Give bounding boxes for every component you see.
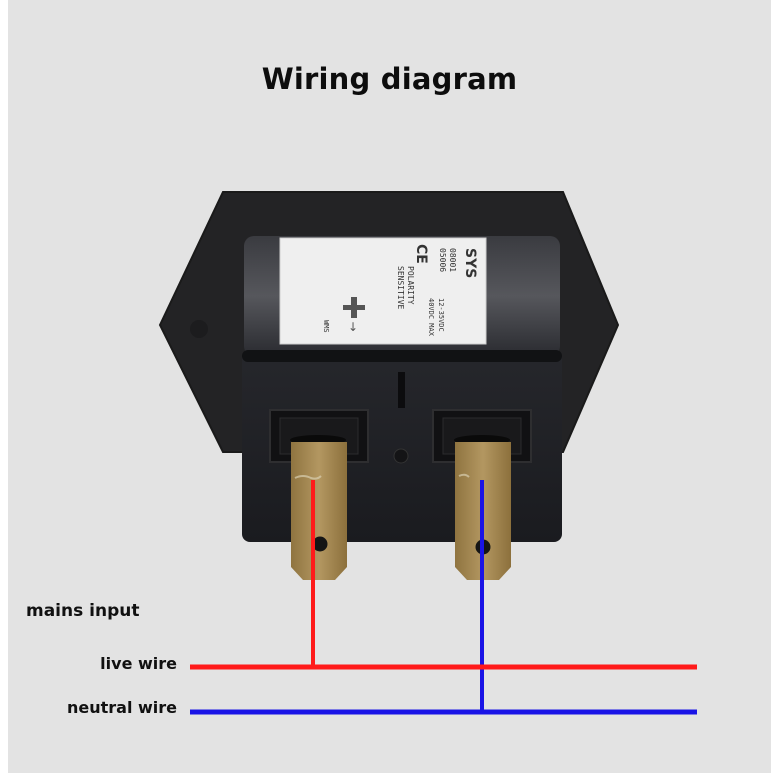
diagram-canvas: Wiring diagram xyxy=(8,0,771,773)
neutral-wire-label: neutral wire xyxy=(66,698,177,717)
sticker-code-2: 05006 xyxy=(438,248,447,273)
sticker-footer: WMS xyxy=(322,320,330,333)
terminal-left xyxy=(290,435,347,580)
sticker-sensitive: SENSITIVE xyxy=(396,266,405,310)
device-illustration xyxy=(158,191,697,715)
sticker-polarity: POLARITY xyxy=(406,266,415,305)
flange-hole-left xyxy=(190,320,208,338)
arrow-down-icon: ↓ xyxy=(348,320,359,334)
live-wire-label: live wire xyxy=(100,654,177,673)
sticker-max-voltage: 40VDC MAX xyxy=(427,298,435,336)
center-rib xyxy=(398,372,405,408)
diagram-title: Wiring diagram xyxy=(261,62,518,96)
mains-input-label: mains input xyxy=(26,601,140,621)
sticker-voltage: 12-35VDC xyxy=(437,298,445,332)
ce-mark: CE xyxy=(413,244,429,264)
sticker-brand: SYS xyxy=(462,248,478,279)
plus-icon-vertical xyxy=(351,297,357,318)
sticker xyxy=(279,237,487,345)
sticker-code-1: 08001 xyxy=(448,248,457,273)
